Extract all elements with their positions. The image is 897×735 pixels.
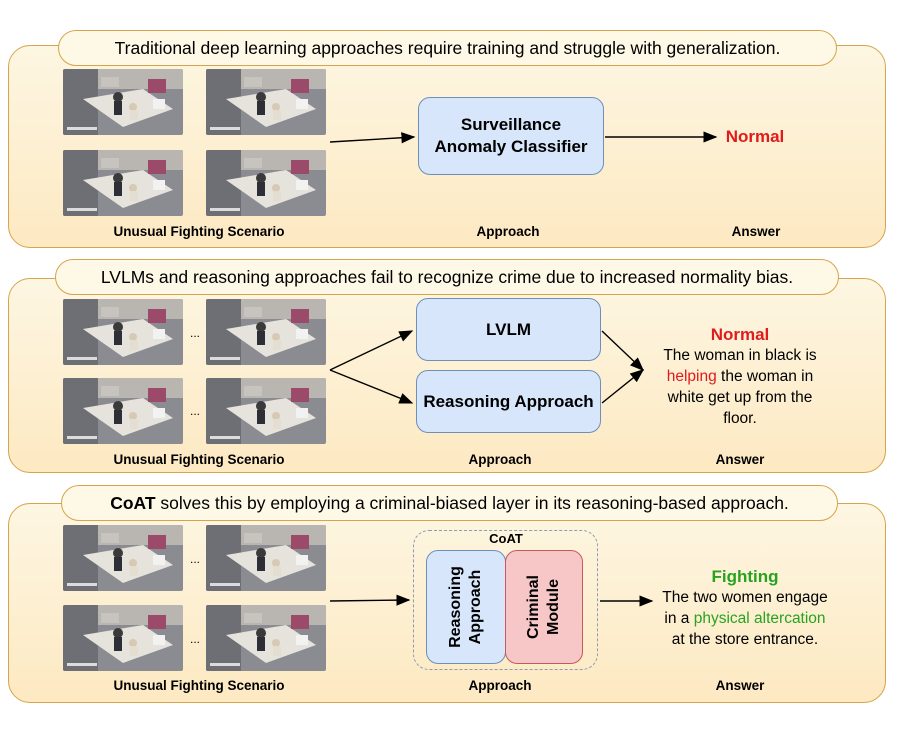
answer-line: The two women engage	[662, 589, 828, 606]
banner-coat: CoAT solves this by employing a criminal…	[61, 485, 838, 521]
arrow-frames-to-coat	[329, 594, 411, 606]
answer-text: in a	[664, 610, 694, 627]
approach-label: Approach	[468, 452, 532, 467]
answer-fighting-explanation: Fighting The two women engage in a physi…	[655, 566, 835, 650]
answer-line: in a physical altercation	[655, 608, 835, 629]
box-line: Surveillance	[460, 115, 562, 134]
answer-line: floor.	[723, 410, 757, 427]
approach-label: Approach	[468, 678, 532, 693]
surveillance-classifier-box: Surveillance Anomaly Classifier	[418, 97, 604, 175]
banner-traditional: Traditional deep learning approaches req…	[58, 30, 837, 66]
arrow-frames-to-reasoning	[329, 369, 414, 404]
ellipsis: ...	[190, 326, 201, 340]
reasoning-approach-box: Reasoning Approach	[416, 370, 601, 433]
answer-title: Normal	[710, 325, 770, 344]
highlight-helping: helping	[666, 368, 717, 385]
answer-label: Answer	[715, 678, 765, 693]
arrow-reasoning-to-answer	[601, 369, 645, 404]
lvlm-box: LVLM	[416, 298, 601, 361]
scenario-label: Unusual Fighting Scenario	[113, 678, 285, 693]
approach-label: Approach	[476, 224, 540, 239]
answer-line: white get up from the	[667, 389, 813, 406]
banner-bold: CoAT	[110, 493, 156, 513]
banner-text: solves this by employing a criminal-bias…	[155, 493, 789, 513]
scenario-label: Unusual Fighting Scenario	[113, 224, 285, 239]
reasoning-approach-box: Reasoning Approach	[426, 550, 506, 664]
answer-line: The woman in black is	[663, 347, 817, 364]
arrow-frames-to-classifier	[329, 132, 416, 144]
highlight-altercation: physical altercation	[693, 610, 826, 627]
criminal-module-box: Criminal Module	[505, 550, 583, 664]
coat-group-label: CoAT	[489, 531, 523, 546]
answer-label: Answer	[731, 224, 781, 239]
banner-lvlm: LVLMs and reasoning approaches fail to r…	[55, 259, 839, 295]
coat-group	[413, 530, 598, 670]
scenario-label: Unusual Fighting Scenario	[113, 452, 285, 467]
answer-normal-explanation: Normal The woman in black is helping the…	[645, 324, 835, 429]
answer-line: at the store entrance.	[671, 631, 819, 648]
arrow-frames-to-lvlm	[329, 330, 414, 371]
answer-label: Answer	[715, 452, 765, 467]
arrow-lvlm-to-answer	[601, 330, 645, 371]
answer-normal: Normal	[725, 127, 785, 146]
ellipsis: ...	[190, 632, 201, 646]
box-line: Anomaly Classifier	[434, 137, 588, 156]
answer-line: helping the woman in	[645, 366, 835, 387]
answer-title: Fighting	[711, 567, 779, 586]
ellipsis: ...	[190, 404, 201, 418]
ellipsis: ...	[190, 552, 201, 566]
answer-text: the woman in	[716, 368, 814, 385]
